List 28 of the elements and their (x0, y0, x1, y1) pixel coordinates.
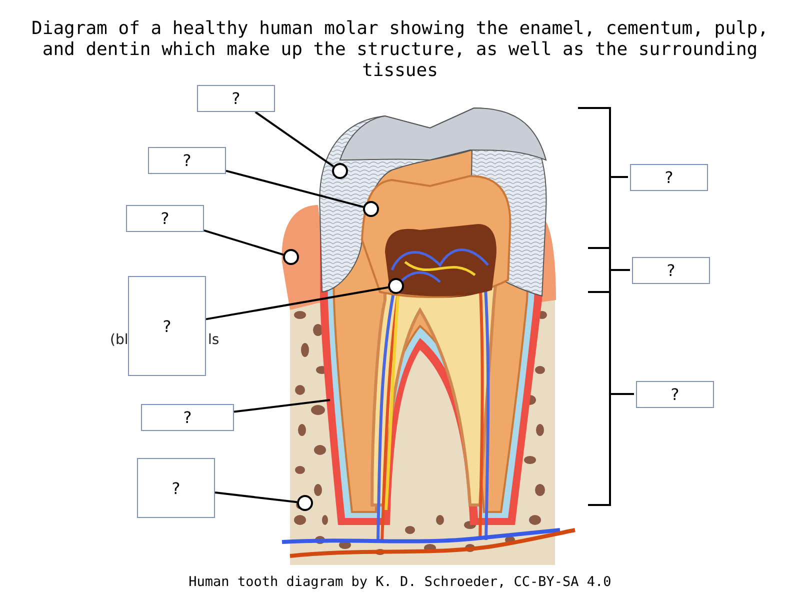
placeholder-text: ? (670, 385, 680, 404)
answer-box (148, 147, 226, 174)
placeholder-text: ? (666, 261, 676, 280)
answer-box (128, 276, 206, 376)
answer-box (137, 458, 215, 518)
leader-line (226, 170, 364, 208)
leader-line (214, 492, 298, 504)
leader-line (204, 229, 284, 256)
leader-line (234, 399, 330, 413)
placeholder-text: ? (182, 151, 192, 170)
answer-box (636, 381, 714, 408)
partial-label: (bl (110, 332, 128, 348)
partial-label: ls (208, 332, 220, 348)
answer-box (141, 404, 234, 431)
placeholder-text: ? (160, 209, 170, 228)
placeholder-text: ? (172, 478, 180, 498)
placeholder-text: ? (162, 316, 172, 336)
leader-line (254, 111, 334, 168)
answer-box (197, 85, 275, 112)
title: Diagram of a healthy human molar showing the enamel, cementum, pulp, and dentin which make up the structure, as well as the surrounding tissues (30, 18, 770, 81)
placeholder-text: ? (232, 89, 240, 108)
placeholder-text: ? (183, 408, 192, 427)
leader-line (206, 286, 388, 320)
placeholder-text: ? (664, 168, 674, 187)
answer-box (632, 257, 710, 284)
caption: Human tooth diagram by K. D. Schroeder, CC-BY-SA 4.0 (188, 574, 612, 590)
answer-box (630, 164, 708, 191)
answer-box (126, 205, 204, 232)
